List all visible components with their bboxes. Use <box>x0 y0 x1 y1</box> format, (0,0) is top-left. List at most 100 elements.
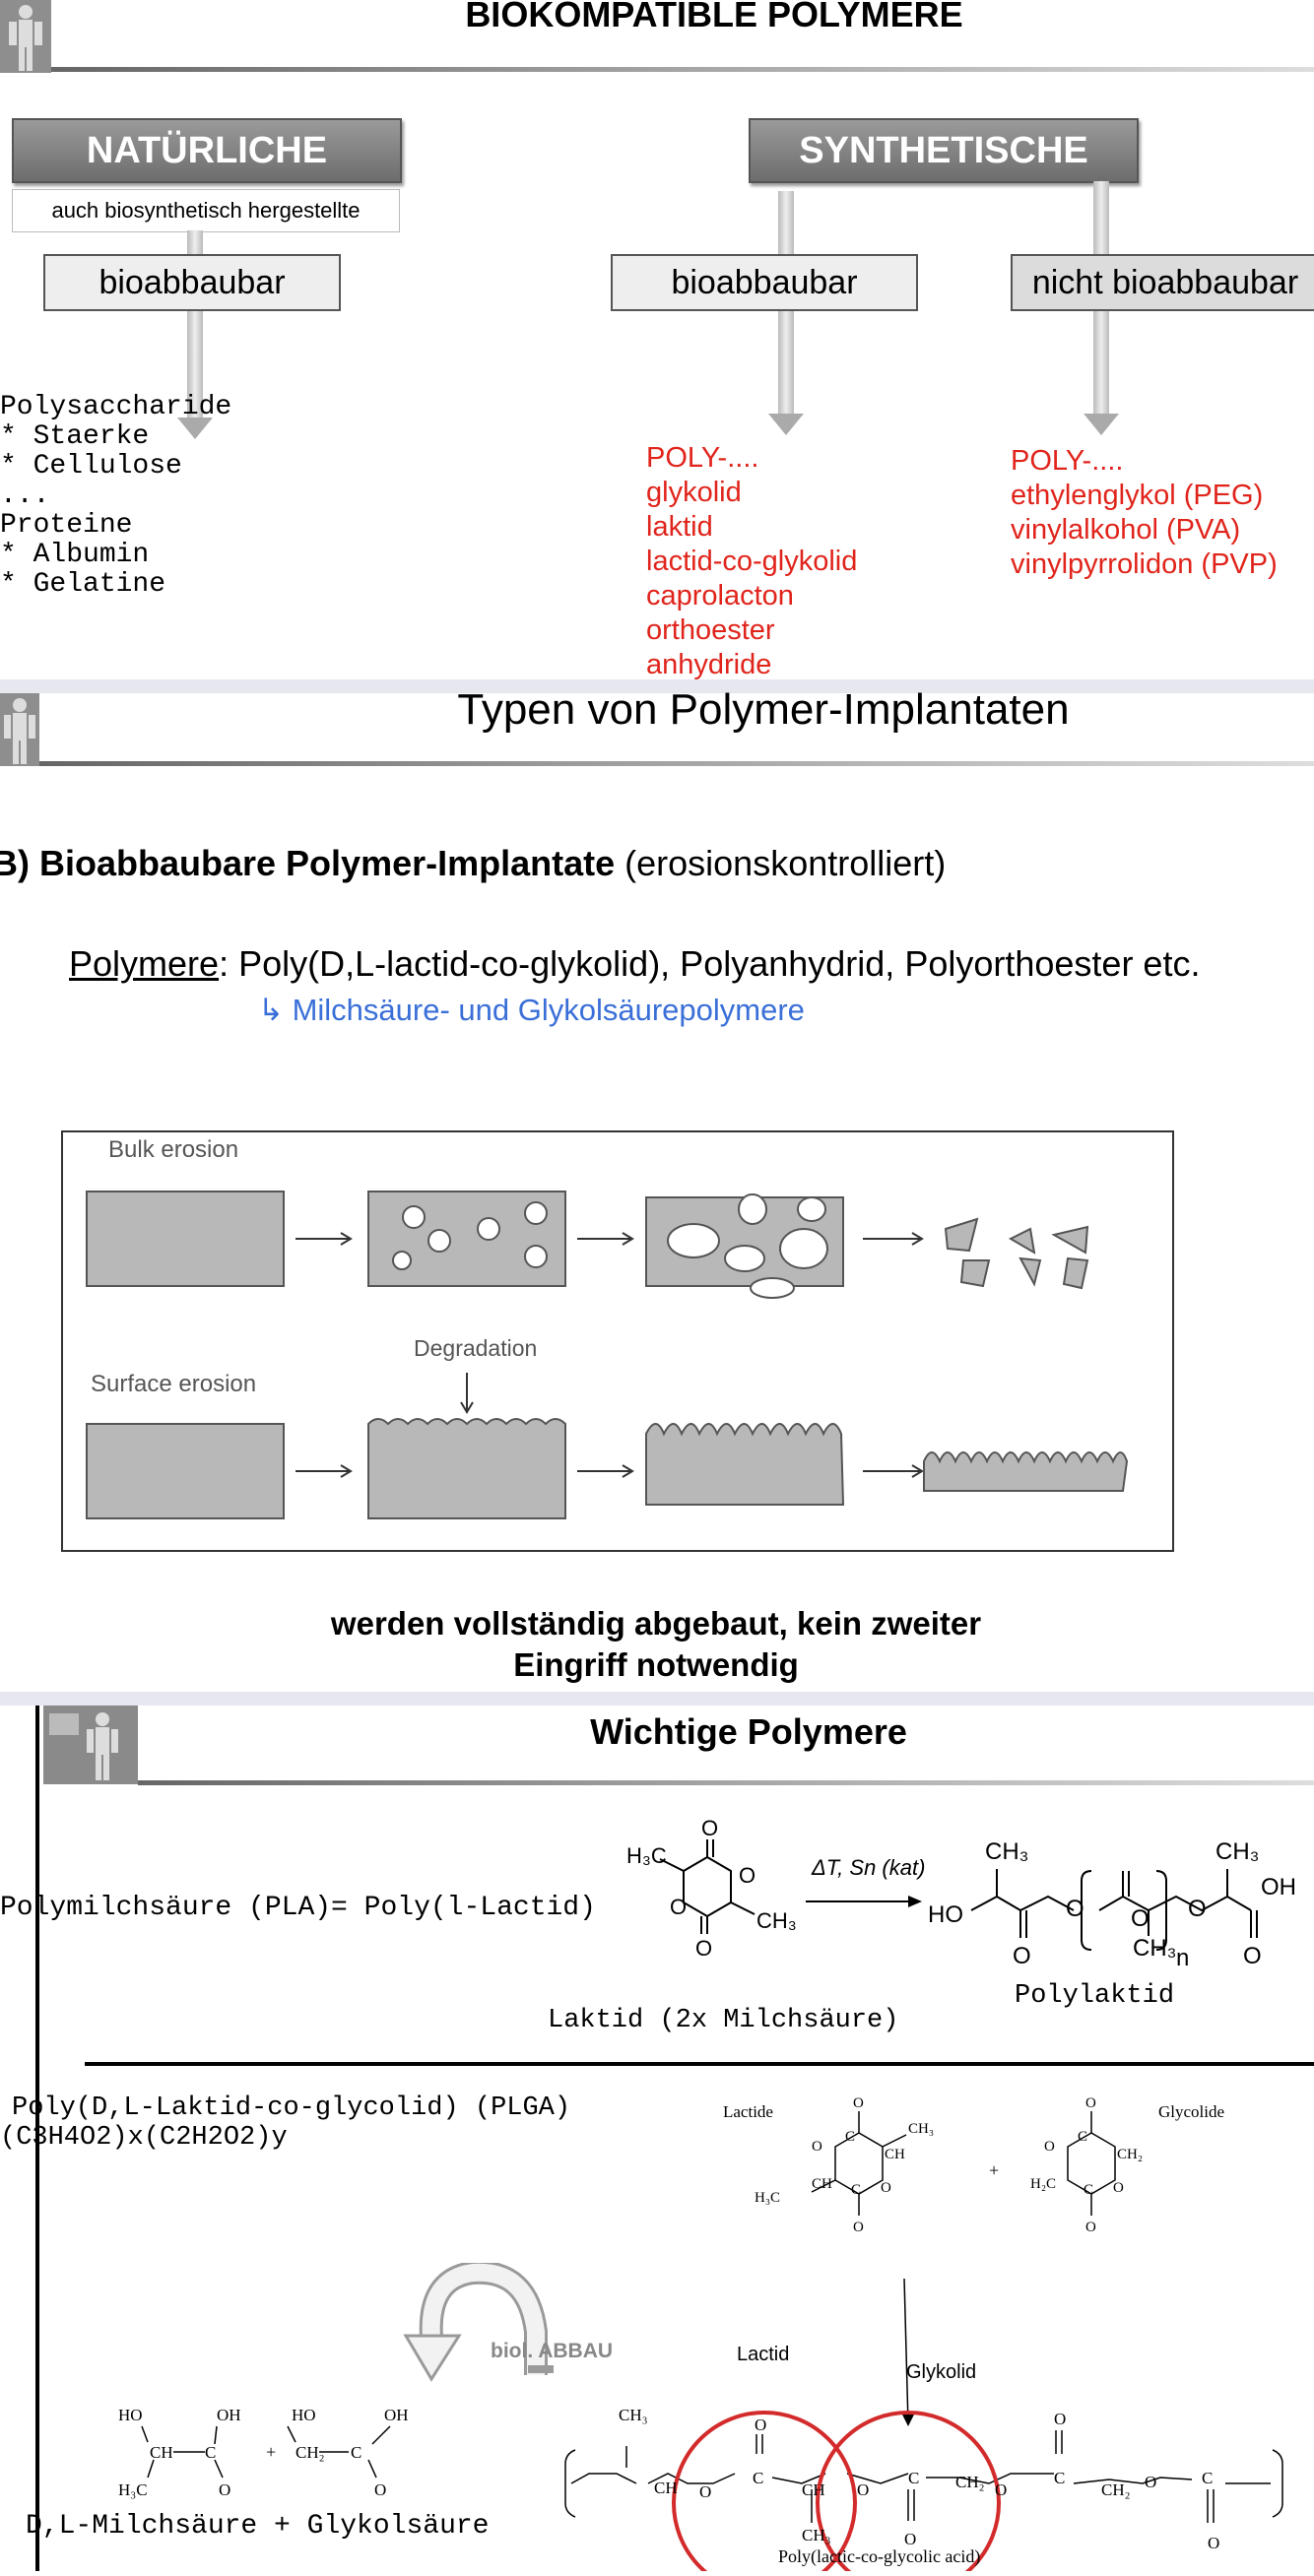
list-item: vinylpyrrolidon (PVP) <box>1011 548 1278 580</box>
svg-text:O: O <box>1066 1896 1084 1922</box>
human-figure-icon <box>0 0 51 73</box>
list-item: Polysaccharide <box>0 392 232 422</box>
svg-text:CH₃: CH₃ <box>802 2526 831 2544</box>
svg-text:CH: CH <box>802 2480 825 2499</box>
abbau-label: biol. ABBAU <box>491 2340 614 2362</box>
left-border-line <box>35 1706 39 2571</box>
list-item: orthoester <box>646 614 775 646</box>
svg-text:C: C <box>1202 2469 1213 2487</box>
synthetic-nonbio-list: POLY-.... ethylenglykol (PEG) vinylalkoh… <box>1011 444 1314 582</box>
svg-text:CH₃: CH₃ <box>908 2121 934 2137</box>
list-item: * Gelatine <box>0 569 166 600</box>
natural-header: NATÜRLICHE <box>12 118 402 183</box>
divider-rule <box>85 2062 1314 2066</box>
section-title-typen: Typen von Polymer-Implantaten <box>457 685 1070 734</box>
polymers-line: Polymere: Poly(D,L-lactid-co-glykolid), … <box>69 943 1314 985</box>
svg-text:O: O <box>853 2220 864 2235</box>
svg-text:O: O <box>1208 2534 1219 2552</box>
list-item: glykolid <box>646 477 742 508</box>
svg-text:O: O <box>1085 2220 1096 2235</box>
svg-text:CH: CH <box>885 2147 905 2162</box>
products-label: D,L-Milchsäure + Glykolsäure <box>26 2511 490 2542</box>
svg-text:OH: OH <box>217 2406 241 2424</box>
reaction-condition: ΔT, Sn (kat) <box>812 1855 926 1880</box>
svg-text:O: O <box>374 2480 386 2499</box>
svg-text:+: + <box>266 2442 276 2462</box>
svg-text:O: O <box>1013 1943 1031 1969</box>
header-rule <box>39 761 1314 766</box>
list-item: anhydride <box>646 649 772 680</box>
svg-text:HO: HO <box>928 1901 963 1928</box>
conclusion-text: werden vollständig abgebaut, kein zweite… <box>296 1603 1017 1686</box>
plga-polymer-structure: CH₃ CH O O C CH CH₃ O C O CH₂ O O C CH₂ … <box>561 2277 1314 2576</box>
erosion-figure: Bulk erosion Degradation Surface erosion <box>61 1130 1174 1552</box>
laktid-structure: O H₃C O O CH₃ O <box>601 1816 827 1975</box>
nicht-bioabbaubar-box: nicht bioabbaubar <box>1011 254 1314 311</box>
svg-text:O: O <box>995 2480 1007 2499</box>
svg-text:CH₂: CH₂ <box>1117 2147 1143 2162</box>
bulk-erosion-label: Bulk erosion <box>108 1136 239 1163</box>
list-item: lactid-co-glykolid <box>646 546 858 577</box>
degradation-label: Degradation <box>414 1335 538 1361</box>
svg-text:O: O <box>857 2480 869 2499</box>
list-item: ethylenglykol (PEG) <box>1011 480 1264 511</box>
synthetic-bioabbaubar-box: bioabbaubar <box>611 254 918 311</box>
svg-text:O: O <box>739 1863 756 1888</box>
section-title-wichtige: Wichtige Polymere <box>590 1711 907 1752</box>
conclusion-line: Eingriff notwendig <box>513 1646 799 1683</box>
arrow-head <box>1084 414 1119 435</box>
svg-text:CH: CH <box>150 2443 173 2462</box>
svg-text:O: O <box>1113 2180 1124 2196</box>
synthetic-bio-list: POLY-.... glykolid laktid lactid-co-glyk… <box>646 441 961 682</box>
svg-text:H₃C: H₃C <box>755 2190 780 2206</box>
list-item: * Albumin <box>0 540 150 570</box>
human-figure-icon <box>43 1706 138 1784</box>
svg-text:OH: OH <box>1261 1874 1296 1900</box>
lactide-glycolide-structures: Lactide O C O CH CH₃ CH H₃C O C O + Glyc… <box>690 2078 1314 2294</box>
list-item: ... <box>0 481 50 511</box>
section-title-biokompatible: BIOKOMPATIBLE POLYMERE <box>465 0 963 34</box>
svg-text:HO: HO <box>118 2406 143 2424</box>
polymers-text: : Poly(D,L-lactid-co-glykolid), Polyanhy… <box>219 943 1201 984</box>
svg-text:C: C <box>205 2443 216 2462</box>
degradation-products-structure: HO OH CH C O H₃C + HO OH CH₂ C O <box>99 2387 473 2505</box>
svg-text:O: O <box>219 2480 230 2499</box>
svg-text:H₃C: H₃C <box>626 1843 667 1868</box>
svg-text:Glycolide: Glycolide <box>1158 2102 1224 2121</box>
plga-line2: (C3H4O2)x(C2H2O2)y <box>0 2123 288 2153</box>
abbau-arrow-icon <box>402 2260 583 2387</box>
svg-text:OH: OH <box>384 2406 409 2424</box>
natural-subtitle: auch biosynthetisch hergestellte <box>12 189 400 232</box>
svg-text:O: O <box>1243 1943 1262 1969</box>
polylaktid-structure: HO CH₃ O O O CH₃ n O CH₃ O OH <box>926 1828 1314 1975</box>
svg-text:O: O <box>1054 2410 1066 2428</box>
svg-text:O: O <box>1131 1905 1150 1932</box>
section-heading-bioabbaubar: B) Bioabbaubare Polymer-Implantate (eros… <box>0 843 1174 884</box>
svg-text:C: C <box>845 2129 855 2145</box>
svg-text:C: C <box>1084 2182 1093 2198</box>
synthetic-header: SYNTHETISCHE <box>749 118 1139 183</box>
svg-text:CH₃: CH₃ <box>1133 1935 1176 1962</box>
arrow-head <box>177 418 213 439</box>
svg-text:CH₂: CH₂ <box>296 2443 325 2462</box>
svg-text:O: O <box>1188 1896 1207 1922</box>
svg-text:O: O <box>1085 2095 1096 2111</box>
svg-text:CH₃: CH₃ <box>756 1908 797 1933</box>
polymers-label: Polymere <box>69 943 220 984</box>
polymers-subnote: ↳ Milchsäure- und Glykolsäurepolymere <box>258 993 805 1027</box>
svg-text:CH₃: CH₃ <box>985 1838 1028 1865</box>
svg-text:CH: CH <box>654 2479 678 2497</box>
svg-text:HO: HO <box>292 2406 316 2424</box>
list-item: caprolacton <box>646 580 794 612</box>
svg-text:+: + <box>989 2160 999 2180</box>
list-item: Proteine <box>0 510 133 541</box>
svg-text:n: n <box>1176 1945 1189 1971</box>
svg-text:C: C <box>1054 2469 1065 2487</box>
heading-bold: B) Bioabbaubare Polymer-Implantate <box>0 843 616 883</box>
svg-text:CH: CH <box>812 2176 832 2192</box>
plga-line1: Poly(D,L-Laktid-co-glycolid) (PLGA) <box>12 2093 571 2123</box>
human-figure-icon <box>0 693 39 766</box>
svg-text:O: O <box>1044 2139 1055 2155</box>
svg-text:H₂C: H₂C <box>1030 2176 1056 2192</box>
svg-text:C: C <box>908 2469 919 2487</box>
